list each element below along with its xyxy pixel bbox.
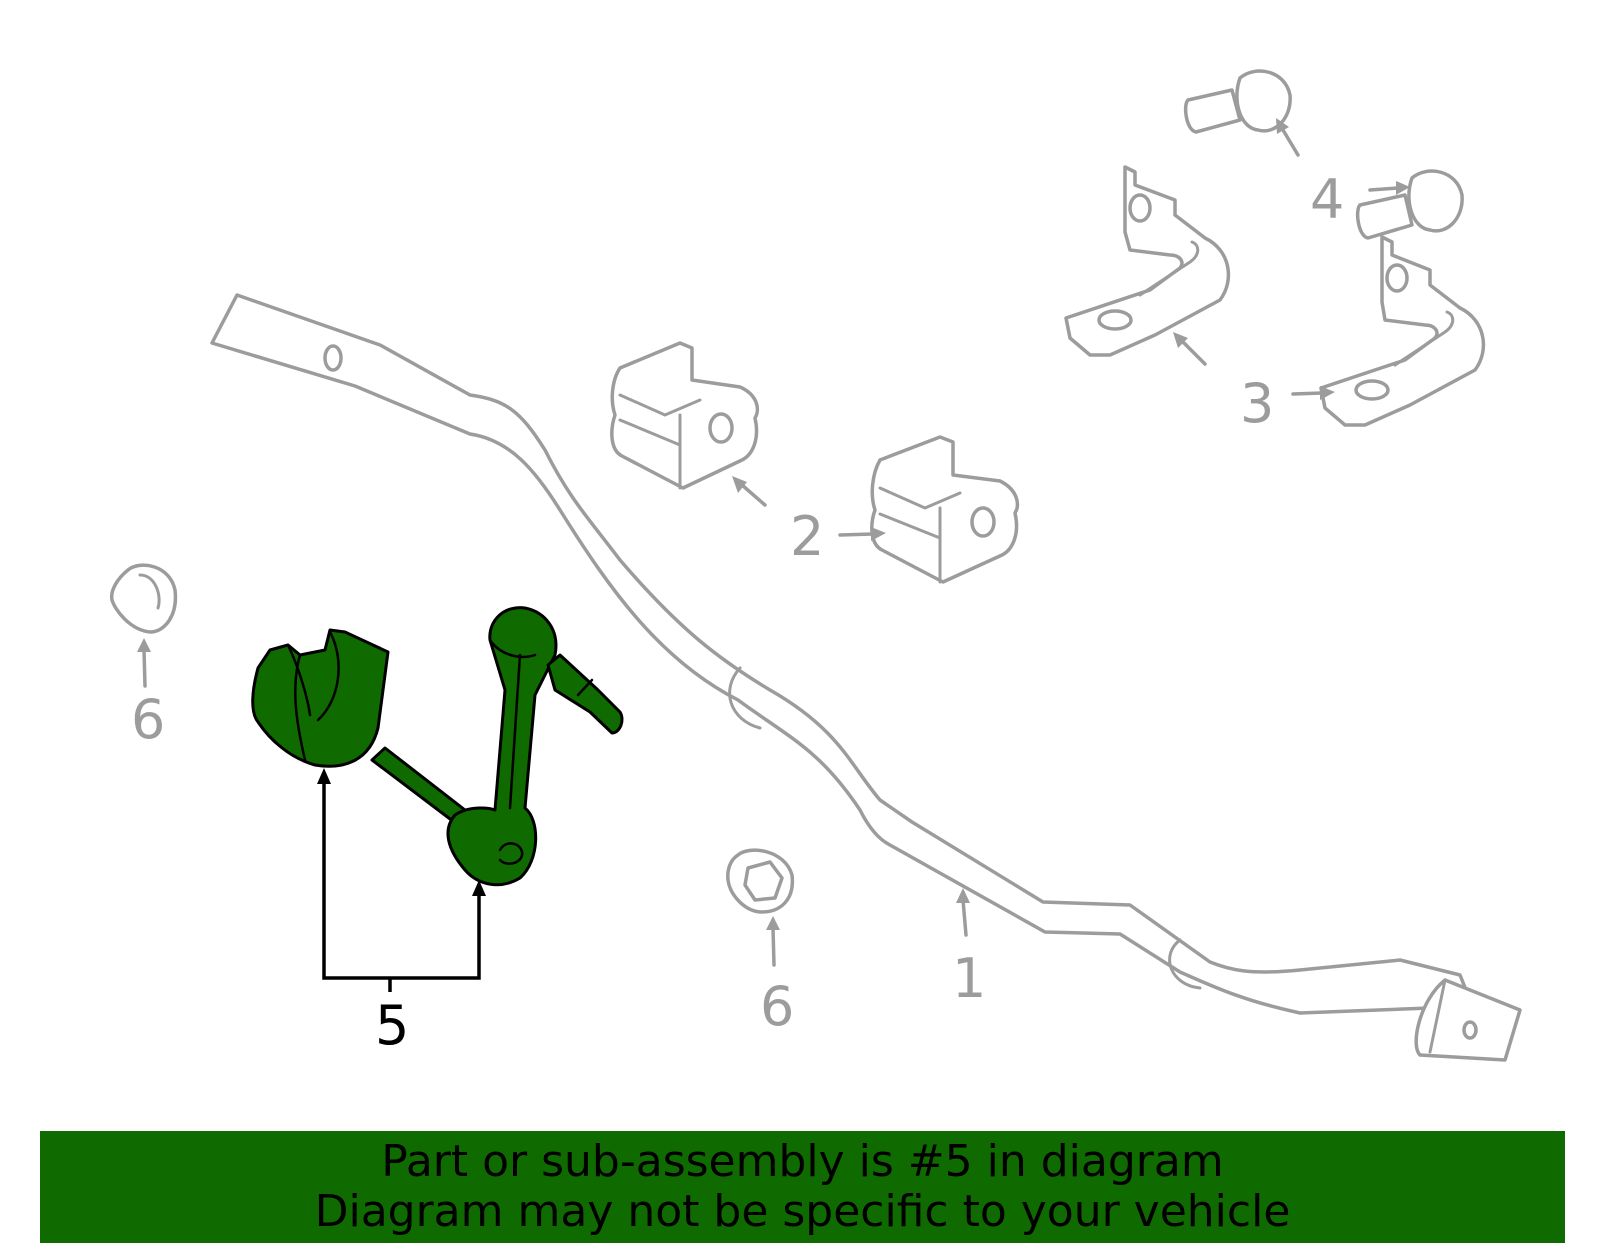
callout-2: 2	[790, 505, 824, 568]
highlighted-bushing	[251, 628, 390, 768]
banner-line-part: Part or sub-assembly is #5 in diagram	[381, 1136, 1224, 1187]
stabilizer-bar	[210, 293, 1522, 1062]
bracket-upper	[1064, 165, 1231, 357]
callout-3: 3	[1240, 372, 1274, 435]
nut-left	[109, 563, 178, 634]
bolt-lower	[1355, 169, 1464, 240]
bushing-lower	[870, 435, 1020, 584]
leader-arrows	[137, 118, 1410, 967]
callout-5-leader	[317, 768, 486, 992]
callout-5: 5	[375, 994, 409, 1057]
bushing-upper	[610, 341, 760, 490]
highlighted-stabilizer-link	[370, 606, 624, 887]
callout-6-center: 6	[760, 975, 794, 1038]
callout-1: 1	[952, 947, 986, 1010]
callout-4: 4	[1310, 168, 1344, 231]
info-banner: Part or sub-assembly is #5 in diagram Di…	[40, 1131, 1565, 1243]
callout-6-left: 6	[131, 688, 165, 751]
bracket-lower	[1319, 235, 1486, 427]
bolt-upper	[1183, 69, 1292, 134]
banner-line-disclaimer: Diagram may not be specific to your vehi…	[314, 1186, 1291, 1237]
nut-center	[726, 848, 795, 914]
